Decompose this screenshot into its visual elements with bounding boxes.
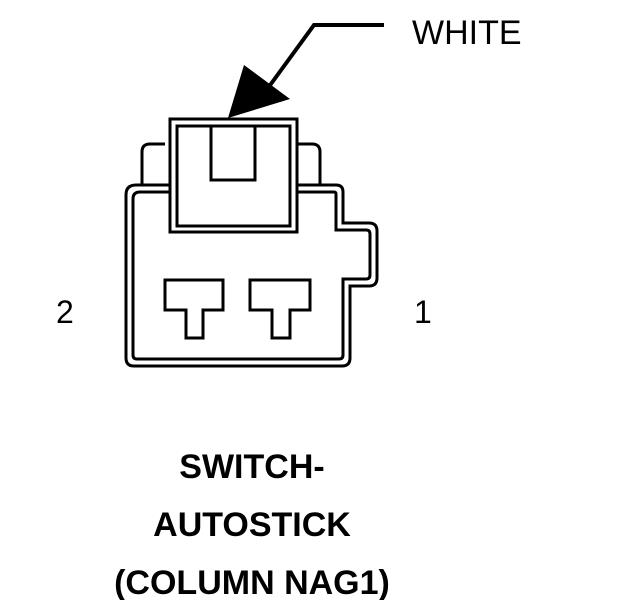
leader-arrow [228, 23, 384, 118]
pin-1-label: 1 [414, 294, 432, 330]
connector-body-inner [131, 190, 372, 361]
pin-2-label: 2 [56, 294, 74, 330]
terminal-cavity-pin-1 [248, 278, 312, 340]
connector-caption: SWITCH- AUTOSTICK (COLUMN NAG1) [0, 438, 504, 600]
caption-line-2: AUTOSTICK [153, 506, 351, 544]
right-latch-ear [297, 142, 322, 187]
left-latch-ear [140, 142, 165, 187]
caption-line-1: SWITCH- [179, 448, 325, 486]
wire-color-label: WHITE [412, 14, 522, 52]
connector-body-outer [124, 183, 379, 368]
terminal-cavity-pin-2 [163, 278, 225, 340]
lock-tab-notch [209, 126, 257, 182]
lock-tab-inner [175, 124, 292, 228]
caption-line-3: (COLUMN NAG1) [114, 564, 390, 600]
